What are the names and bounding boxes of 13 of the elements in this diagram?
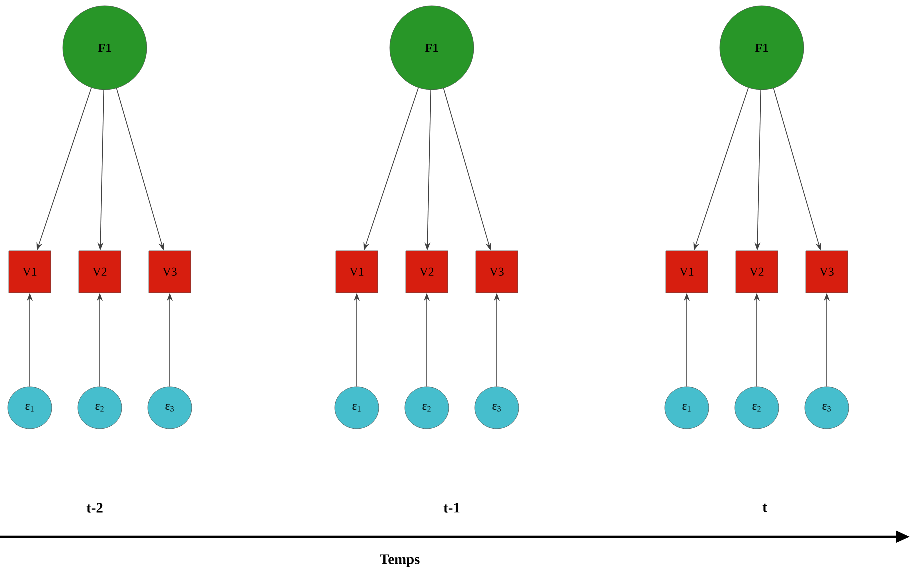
time-label: Temps	[380, 554, 420, 568]
variable-box: V1	[8, 250, 52, 294]
variable-box: V2	[736, 250, 778, 294]
time-label: t	[762, 504, 768, 512]
variable-box: V1	[336, 250, 378, 294]
variable-box: V3	[476, 250, 518, 294]
variable-box: V2	[406, 250, 448, 294]
time-label: t-1	[444, 503, 460, 513]
time-label: t-2	[86, 503, 103, 513]
variable-box: V3	[806, 250, 848, 294]
variable-box: V2	[78, 250, 122, 294]
variable-box: V3	[148, 250, 192, 294]
variable-box: V1	[666, 250, 708, 294]
